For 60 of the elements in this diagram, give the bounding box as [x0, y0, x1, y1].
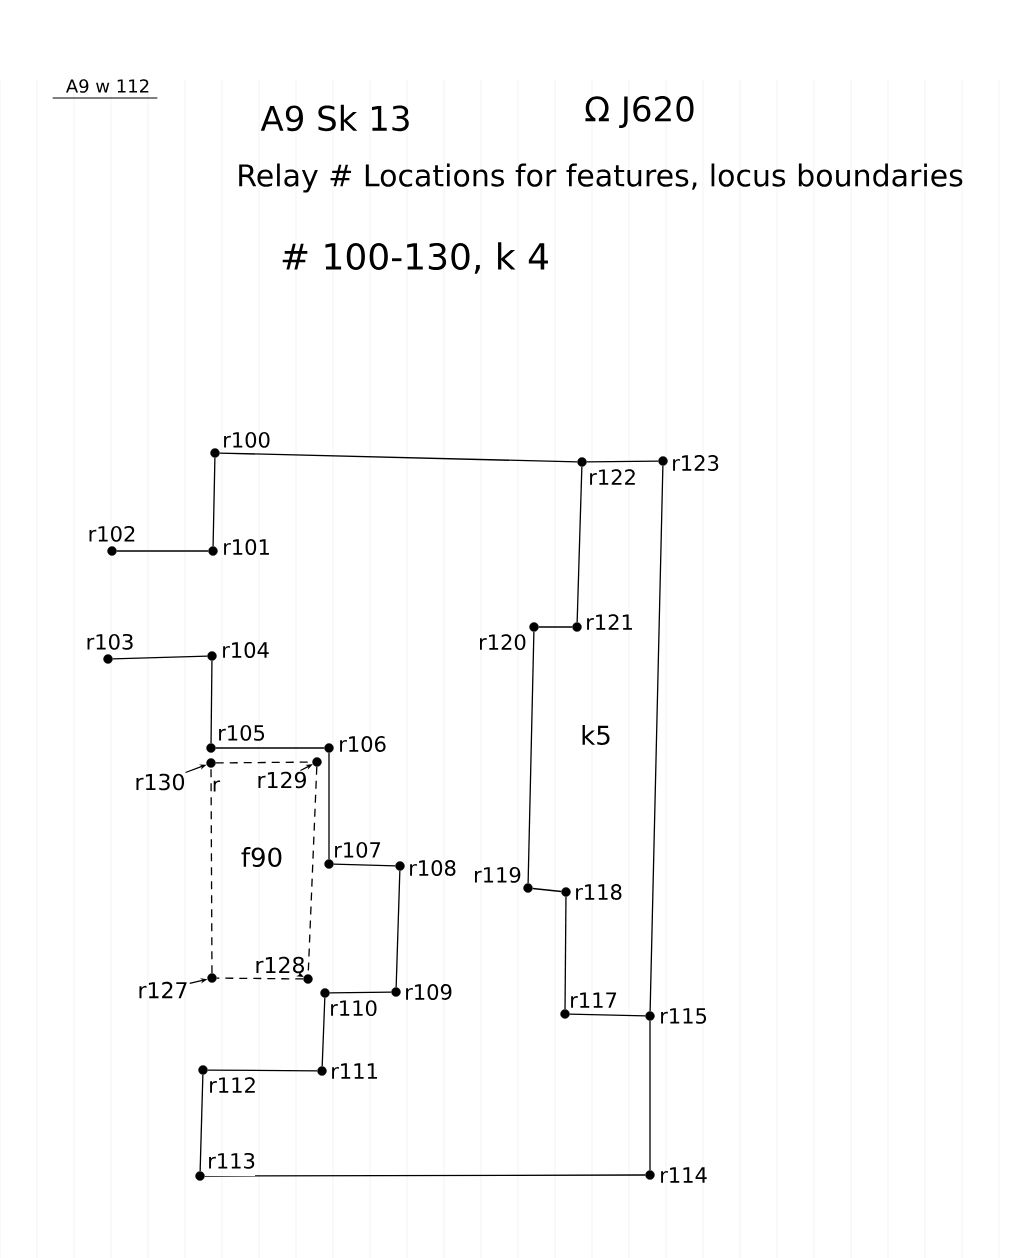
relay-label: r107 [335, 841, 381, 858]
relay-label: r121 [587, 614, 632, 630]
relay-label: r130 [136, 773, 185, 791]
boundary-line [207, 1069, 318, 1072]
heading: Ω J620 [585, 96, 694, 129]
dashed-boundary-line [216, 977, 304, 980]
boundary-line [112, 655, 208, 660]
boundary-line [538, 626, 573, 628]
relay-label: r127 [139, 981, 187, 999]
boundary-line [649, 465, 664, 1012]
boundary-line [204, 1174, 646, 1177]
boundary-line [569, 1013, 646, 1017]
relay-label: r105 [219, 724, 265, 741]
relay-label: r104 [223, 642, 269, 658]
range-note: # 100-130, k 4 [282, 242, 548, 274]
boundary-line [586, 460, 659, 463]
boundary-line [210, 660, 213, 744]
note: r [213, 780, 221, 792]
relay-label: r100 [224, 431, 270, 448]
relay-label: r103 [87, 633, 133, 650]
sheet-code: A9 w 112 [66, 79, 149, 93]
boundary-line [328, 752, 330, 860]
dashed-boundary-line [210, 767, 213, 974]
relay-label: r123 [673, 455, 719, 471]
boundary-line [199, 1074, 204, 1172]
boundary-line [321, 997, 326, 1067]
relay-label: r108 [410, 860, 456, 876]
boundary-line [329, 991, 392, 994]
boundary-line [649, 1020, 651, 1171]
relay-label: r119 [475, 866, 521, 883]
relay-label: r110 [331, 1000, 377, 1017]
boundary-line [576, 466, 583, 623]
relay-label: r117 [571, 992, 617, 1008]
relay-label: r128 [256, 956, 304, 974]
relay-label: r115 [661, 1008, 707, 1024]
boundary-line [532, 887, 562, 893]
relay-label: r120 [480, 634, 526, 651]
relay-label: r109 [406, 984, 452, 1000]
relay-label: r114 [661, 1167, 707, 1183]
relay-label: r106 [340, 736, 386, 752]
boundary-line [219, 452, 578, 463]
boundary-line [333, 863, 396, 867]
locus-label: k5 [582, 724, 610, 746]
relay-label: r118 [576, 884, 622, 900]
feature-label: f90 [241, 846, 282, 868]
relay-label: r113 [209, 1152, 255, 1169]
relay-label: r102 [89, 525, 135, 542]
relay-label: r122 [590, 469, 635, 485]
heading: A9 Sk 13 [260, 104, 409, 132]
boundary-line [395, 870, 401, 988]
relay-label: r111 [332, 1063, 377, 1079]
relay-label: r112 [210, 1077, 255, 1093]
boundary-line [215, 747, 325, 749]
boundary-line [116, 550, 209, 552]
title: Relay # Locations for features, locus boundaries [239, 163, 963, 193]
relay-label: r129 [258, 771, 306, 789]
boundary-line [527, 631, 535, 884]
boundary-line [212, 457, 216, 547]
boundary-line [564, 896, 567, 1010]
relay-label: r101 [224, 539, 269, 555]
